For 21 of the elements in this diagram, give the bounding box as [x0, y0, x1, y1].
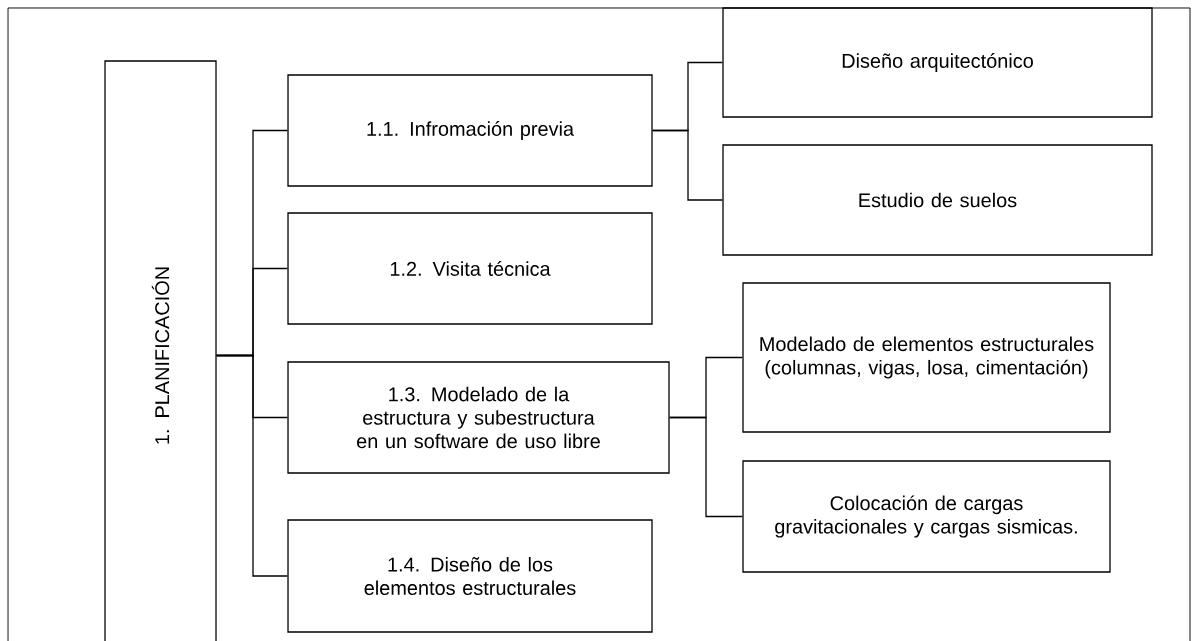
process-box [287, 212, 653, 325]
box-label: 1. PLANIFICACIÓN [151, 267, 170, 444]
box-label: Colocación de cargas gravitacionales y cargas sismicas. [775, 495, 1077, 538]
box-label: 1.3. Modelado de la estructura y subestructura en un software de uso libre [357, 386, 600, 449]
box-label: Diseño arquitectónico [842, 53, 1033, 72]
process-box [742, 460, 1111, 573]
box-label: 1.2. Visita técnica [390, 261, 551, 276]
connector [652, 129, 723, 201]
connector [669, 416, 743, 518]
process-box [287, 74, 653, 187]
box-label: Modelado de elementos estructurales (columnas, vigas, losa, cimentación) [760, 336, 1094, 379]
connector [216, 354, 288, 577]
process-box [722, 7, 1153, 118]
process-box [722, 144, 1153, 256]
box-label: 1.1. Infromación previa [367, 121, 575, 140]
process-box [287, 361, 670, 474]
process-box [742, 282, 1111, 433]
box-label: 1.4. Diseño de los elementos estructurales [364, 556, 576, 596]
vertical-box [104, 60, 217, 641]
process-box [287, 519, 653, 633]
box-label: Estudio de suelos [859, 192, 1017, 208]
